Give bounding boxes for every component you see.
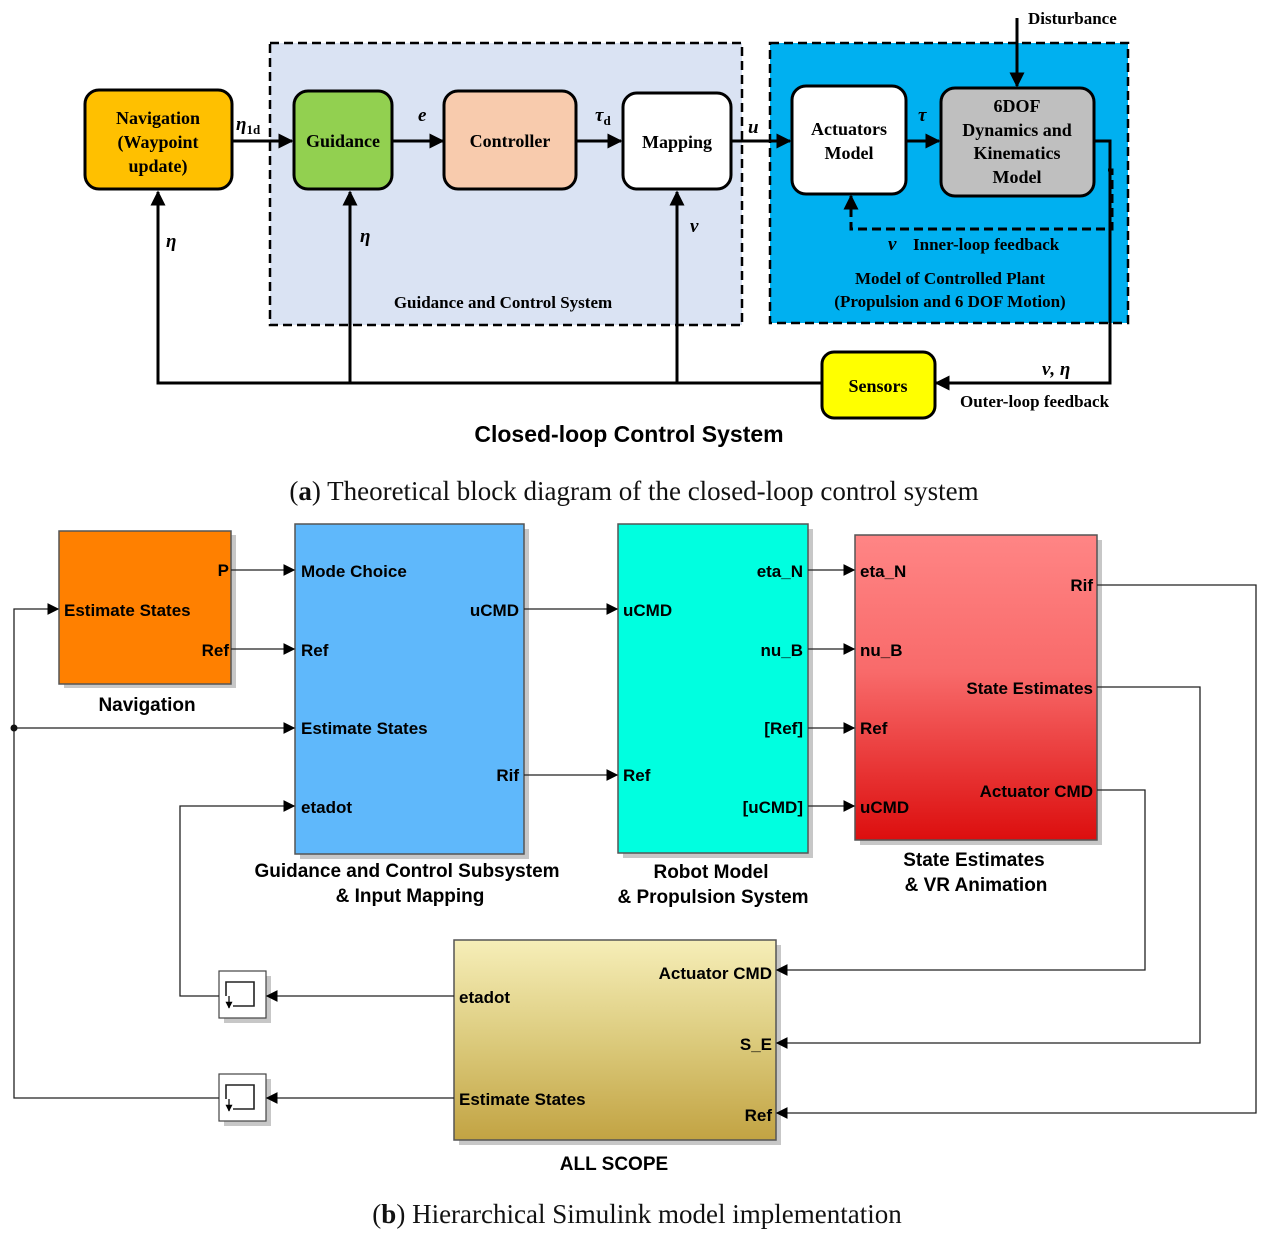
navigation-block-line3: update)	[128, 156, 187, 177]
outer-loop-label: Outer-loop feedback	[960, 392, 1110, 411]
sl-scope-in-ref: Ref	[745, 1106, 773, 1125]
sensors-block	[820, 350, 937, 420]
sl-guidance-name-line2: & Input Mapping	[336, 886, 485, 907]
mapping-block-label: Mapping	[642, 132, 712, 152]
sl-state-in-nu: nu_B	[860, 641, 903, 660]
sl-state-block[interactable]	[854, 534, 1098, 841]
sl-guidance-in-mode: Mode Choice	[301, 562, 407, 581]
sl-state-out-rif: Rif	[1070, 576, 1093, 595]
sl-scope-out-estimate: Estimate States	[459, 1090, 586, 1109]
memory-icon	[225, 981, 255, 1007]
sl-state-name-line2: & VR Animation	[905, 875, 1048, 896]
signal-nu-inner: ν	[888, 234, 897, 255]
memory-icon	[225, 1084, 255, 1110]
sl-branch-point	[10, 724, 18, 732]
guidance-block	[292, 89, 394, 191]
disturbance-label: Disturbance	[1028, 9, 1117, 28]
sl-guidance-block[interactable]	[294, 523, 525, 855]
panel-b: P Estimate States Ref Navigation Mode Ch…	[10, 523, 1257, 1229]
dynamics-block	[939, 86, 1096, 198]
dynamics-block-line3: Kinematics	[974, 143, 1061, 163]
sl-guidance-in-ref: Ref	[301, 641, 329, 660]
sensors-block-label: Sensors	[848, 376, 907, 396]
signal-nu-eta: ν, η	[1042, 359, 1070, 380]
sl-wire-memory-estimate	[13, 603, 219, 1099]
sl-memory-block-2[interactable]	[218, 1073, 271, 1126]
sl-robot-in-ucmd: uCMD	[623, 601, 672, 620]
sl-guidance-out-rif: Rif	[496, 766, 519, 785]
sl-scope-out-etadot: etadot	[459, 988, 510, 1007]
sl-wire-estimates-scope	[775, 686, 1201, 1049]
panel-a-title: Closed-loop Control System	[474, 421, 783, 447]
navigation-block	[83, 88, 234, 191]
sl-scope-block[interactable]	[453, 939, 777, 1141]
controller-block-label: Controller	[470, 131, 551, 151]
sl-navigation-port-estimate: Estimate States	[64, 601, 191, 620]
panel-b-caption: (b) Hierarchical Simulink model implemen…	[372, 1199, 902, 1229]
dynamics-block-line4: Model	[993, 167, 1042, 187]
navigation-block-line2: (Waypoint	[117, 132, 198, 153]
sl-navigation-name: Navigation	[98, 695, 195, 716]
signal-tau: τ	[918, 105, 927, 126]
navigation-block-line1: Navigation	[116, 108, 200, 128]
sl-robot-out-eta: eta_N	[757, 562, 803, 581]
sl-robot-in-ref: Ref	[623, 766, 651, 785]
sl-wire-memory-etadot	[179, 800, 296, 997]
sl-state-name-line1: State Estimates	[903, 850, 1045, 871]
inner-loop-label: Inner-loop feedback	[913, 235, 1060, 254]
sl-guidance-out-ucmd: uCMD	[470, 601, 519, 620]
sl-robot-block[interactable]	[617, 523, 809, 854]
sl-guidance-in-estimate: Estimate States	[301, 719, 428, 738]
sl-wire-actuator-scope	[775, 789, 1146, 976]
sl-scope-in-se: S_E	[740, 1035, 772, 1054]
guidance-block-label: Guidance	[306, 131, 380, 151]
sl-guidance-name-line1: Guidance and Control Subsystem	[254, 861, 559, 882]
signal-eta-nav: η	[166, 231, 176, 252]
sl-state-in-eta: eta_N	[860, 562, 906, 581]
sl-state-in-ref: Ref	[860, 719, 888, 738]
wire-outer-loop-out	[934, 139, 1112, 391]
sl-memory-block-1[interactable]	[218, 970, 271, 1023]
actuators-block-line1: Actuators	[811, 119, 887, 139]
mapping-block	[621, 91, 733, 191]
sl-state-out-actuator: Actuator CMD	[980, 782, 1093, 801]
sl-robot-name-line1: Robot Model	[653, 862, 768, 883]
signal-eta1d: η1d	[236, 114, 261, 137]
signal-tau-d: τd	[595, 105, 611, 128]
sl-robot-out-ucmd: [uCMD]	[743, 798, 803, 817]
sl-robot-out-nu: nu_B	[761, 641, 804, 660]
signal-u: u	[748, 117, 759, 138]
plant-region-label-line2: (Propulsion and 6 DOF Motion)	[834, 292, 1065, 311]
guidance-control-region-label: Guidance and Control System	[394, 293, 612, 312]
sl-navigation-port-p: P	[218, 561, 229, 580]
dynamics-block-line2: Dynamics and	[962, 120, 1072, 140]
dynamics-block-line1: 6DOF	[994, 96, 1041, 116]
actuators-block	[790, 84, 908, 196]
sl-robot-name-line2: & Propulsion System	[617, 887, 808, 908]
sl-scope-in-actuator: Actuator CMD	[659, 964, 772, 983]
signal-nu-mapping: ν	[690, 216, 699, 237]
panel-a-caption: (a) Theoretical block diagram of the clo…	[289, 476, 978, 506]
sl-guidance-in-etadot: etadot	[301, 798, 352, 817]
sl-navigation-block[interactable]	[58, 530, 232, 685]
sl-state-in-ucmd: uCMD	[860, 798, 909, 817]
sl-scope-name: ALL SCOPE	[560, 1154, 668, 1175]
signal-e: e	[418, 105, 427, 126]
sl-navigation-port-ref: Ref	[202, 641, 230, 660]
sl-state-out-estimates: State Estimates	[966, 679, 1093, 698]
panel-a: Guidance and Control System Model of Con…	[83, 9, 1130, 506]
sl-wire-rif-scope	[775, 584, 1257, 1119]
sl-robot-out-ref: [Ref]	[764, 719, 803, 738]
actuators-block-line2: Model	[825, 143, 874, 163]
signal-eta-guidance: η	[360, 226, 370, 247]
controller-block	[442, 89, 578, 191]
wire-outer-loop-back	[150, 190, 822, 385]
plant-region-label-line1: Model of Controlled Plant	[855, 269, 1045, 288]
